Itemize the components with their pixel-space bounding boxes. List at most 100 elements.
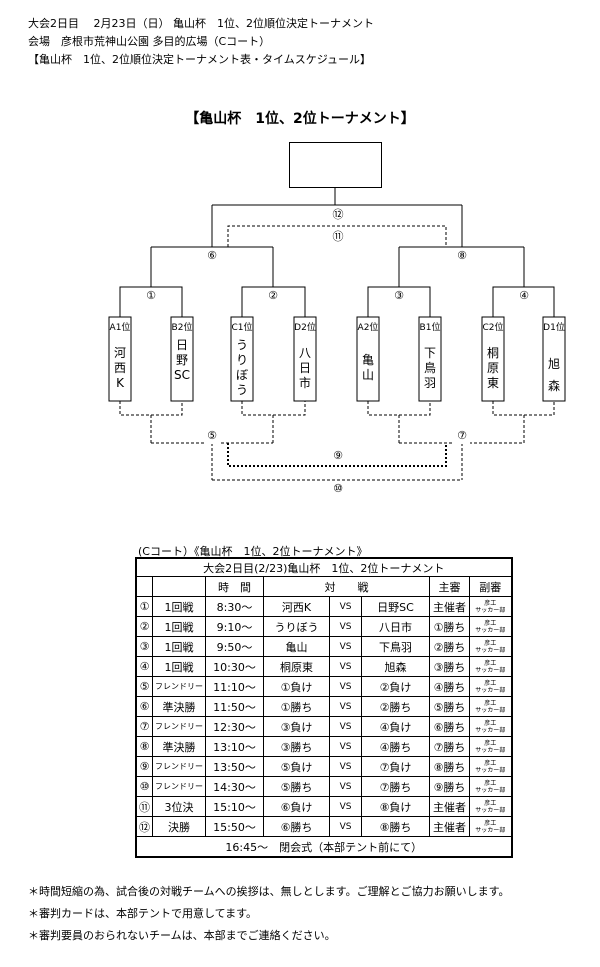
team-name: 亀山 — [361, 353, 374, 382]
away-team: ④勝ち — [361, 736, 430, 757]
vs-label: VS — [329, 716, 362, 737]
referee: 主催者 — [429, 816, 470, 837]
match-number: ⑪ — [330, 229, 346, 245]
vs-label: VS — [329, 676, 362, 697]
assistant-referee: 彦工 サッカー部 — [469, 716, 512, 737]
team-name: 桐原東 — [486, 346, 499, 390]
schedule-caption: (Cコート）《亀山杯 1位、2位トーナメント》 — [138, 545, 368, 558]
vs-label: VS — [329, 736, 362, 757]
assistant-referee: 彦工 サッカー部 — [469, 676, 512, 697]
match-number: ③ — [391, 288, 407, 304]
round-type: フレンドリー — [152, 676, 206, 697]
referee: ⑦勝ち — [429, 736, 470, 757]
home-team: 桐原東 — [263, 656, 330, 677]
round-type: 準決勝 — [152, 736, 206, 757]
assistant-referee: 彦工 サッカー部 — [469, 796, 512, 817]
match-no: ① — [135, 596, 153, 617]
referee: ⑤勝ち — [429, 696, 470, 717]
team-seed: A2位 — [357, 323, 379, 333]
assistant-referee: 彦工 サッカー部 — [469, 776, 512, 797]
assistant-referee: 彦工 サッカー部 — [469, 656, 512, 677]
assistant-referee: 彦工 サッカー部 — [469, 736, 512, 757]
referee: ⑨勝ち — [429, 776, 470, 797]
home-team: ⑤勝ち — [263, 776, 330, 797]
referee: 主催者 — [429, 596, 470, 617]
start-time: 9:50〜 — [205, 636, 264, 657]
assistant-referee: 彦工 サッカー部 — [469, 756, 512, 777]
away-team: 旭森 — [361, 656, 430, 677]
vs-label: VS — [329, 596, 362, 617]
header-line-2: 会場 彦根市荒神山公園 多目的広場（Cコート） — [28, 35, 271, 48]
bracket-lines — [108, 186, 566, 481]
round-type: フレンドリー — [152, 756, 206, 777]
home-team: 亀山 — [263, 636, 330, 657]
round-type: 準決勝 — [152, 696, 206, 717]
start-time: 15:10〜 — [205, 796, 264, 817]
away-team: 八日市 — [361, 616, 430, 637]
schedule-table: 大会2日目(2/23)亀山杯 1位、2位トーナメント 時 間 対 戦 主審 副審… — [135, 557, 513, 858]
start-time: 13:10〜 — [205, 736, 264, 757]
header-line-1: 大会2日目 2月23日（日） 亀山杯 1位、2位順位決定トーナメント — [28, 17, 374, 30]
match-no: ⑤ — [135, 676, 153, 697]
round-type: 1回戦 — [152, 656, 206, 677]
team-seed: C1位 — [231, 323, 253, 333]
match-no: ⑥ — [135, 696, 153, 717]
team-seed: A1位 — [109, 323, 131, 333]
start-time: 14:30〜 — [205, 776, 264, 797]
header-time: 時 間 — [205, 576, 264, 597]
note: ＊審判カードは、本部テントで用意してます。 — [28, 907, 258, 920]
team-seed: B1位 — [419, 323, 441, 333]
match-no: ⑦ — [135, 716, 153, 737]
vs-label: VS — [329, 756, 362, 777]
home-team: ⑥勝ち — [263, 816, 330, 837]
vs-label: VS — [329, 656, 362, 677]
match-no: ⑪ — [135, 796, 153, 817]
away-team: ②勝ち — [361, 696, 430, 717]
match-number: ② — [265, 288, 281, 304]
home-team: ①負け — [263, 676, 330, 697]
bracket-title: 【亀山杯 1位、2位トーナメント】 — [185, 111, 415, 127]
match-no: ⑩ — [135, 776, 153, 797]
header-match: 対 戦 — [263, 576, 430, 597]
round-type: 1回戦 — [152, 636, 206, 657]
vs-label: VS — [329, 636, 362, 657]
home-team: ①勝ち — [263, 696, 330, 717]
note: ＊時間短縮の為、試合後の対戦チームへの挨拶は、無しとします。ご理解とご協力お願い… — [28, 885, 510, 898]
match-number: ⑫ — [330, 207, 346, 223]
team-seed: D1位 — [543, 323, 565, 333]
match-no: ⑨ — [135, 756, 153, 777]
vs-label: VS — [329, 776, 362, 797]
team-name: うりぼう — [235, 338, 248, 397]
match-number: ⑤ — [204, 428, 220, 444]
referee: 主催者 — [429, 796, 470, 817]
assistant-referee: 彦工 サッカー部 — [469, 616, 512, 637]
schedule-title: 大会2日目(2/23)亀山杯 1位、2位トーナメント — [135, 557, 512, 577]
header-line-3: 【亀山杯 1位、2位順位決定トーナメント表・タイムスケジュール】 — [28, 53, 372, 66]
round-type: 1回戦 — [152, 596, 206, 617]
team-seed: B2位 — [171, 323, 193, 333]
start-time: 10:30〜 — [205, 656, 264, 677]
closing-ceremony: 16:45〜 閉会式（本部テント前にて） — [135, 836, 512, 858]
team-name: 河西K — [113, 346, 126, 390]
match-number: ⑩ — [330, 481, 346, 497]
team-name: 下鳥羽 — [423, 346, 436, 390]
start-time: 12:30〜 — [205, 716, 264, 737]
vs-label: VS — [329, 816, 362, 837]
team-name: 旭森 — [547, 357, 560, 393]
start-time: 13:50〜 — [205, 756, 264, 777]
away-team: ②負け — [361, 676, 430, 697]
round-type: フレンドリー — [152, 776, 206, 797]
referee: ④勝ち — [429, 676, 470, 697]
start-time: 15:50〜 — [205, 816, 264, 837]
team-seed: D2位 — [294, 323, 316, 333]
round-type: フレンドリー — [152, 716, 206, 737]
